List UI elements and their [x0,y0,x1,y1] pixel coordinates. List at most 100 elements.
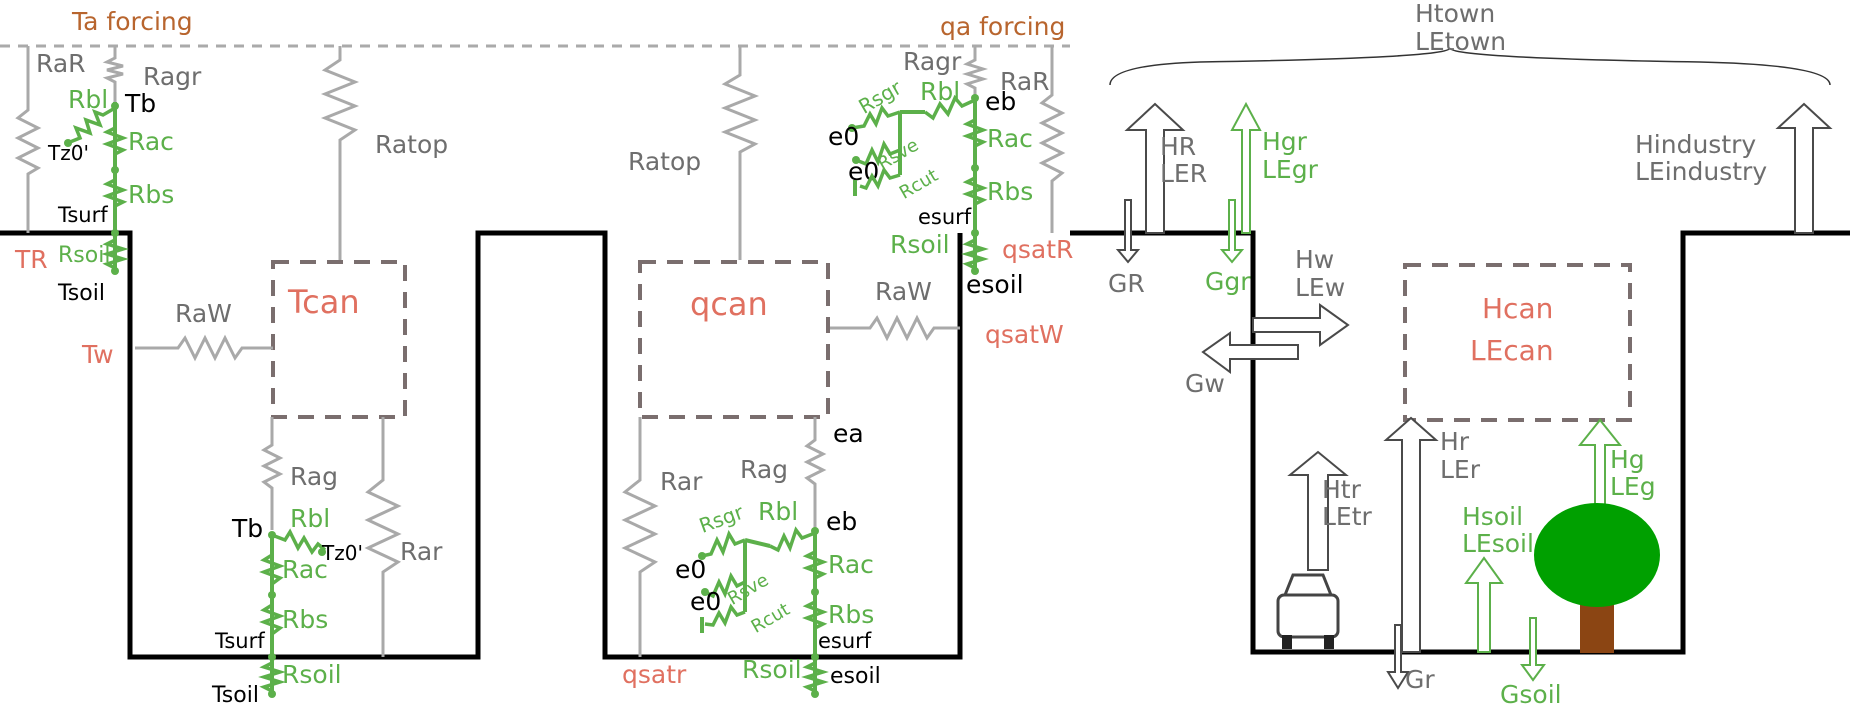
htr-flux-arrow [1287,450,1349,571]
car-icon [1276,573,1340,649]
mid-raw-label: RaW [875,277,932,306]
left-rac-resistor [102,126,128,156]
left-rac2-resistor [259,553,285,586]
mid-raw-resistor [830,314,960,342]
mid-esurf-node [971,229,979,237]
mid-rac-resistor [962,118,988,148]
hg-label: Hg [1610,445,1645,474]
right-canyon-walls [1070,230,1850,655]
left-tsoil2-node [268,690,276,698]
left-rsoil2-label: Rsoil [282,660,342,689]
hindustry-flux-arrow [1775,102,1833,234]
left-rbl2-resistor [271,528,327,556]
ler-road-label: LEr [1440,455,1481,484]
left-rag-resistor [260,417,284,530]
mid-rag-label: Rag [740,455,788,484]
mid-ratop-resistor [720,46,760,260]
left-rbs2-resistor [259,603,285,636]
qa-forcing-label: qa forcing [940,12,1065,41]
mid-esoil2-label: esoil [830,664,881,689]
mid-rcut2-resistor [704,603,746,628]
mid-eb2-label: eb [826,507,857,536]
left-tz02-label: Tz0' [321,541,363,565]
left-ratop-label: Ratop [375,130,448,159]
left-raR-resistor [14,46,42,233]
mid-rsoil-resistor [961,238,989,270]
lew-label: LEw [1295,273,1345,302]
legr-label: LEgr [1262,155,1319,184]
left-tsurf2-node [268,653,276,661]
mid-rac-label: Rac [987,124,1033,153]
hgr-label: Hgr [1262,127,1308,156]
hcan-box [1403,263,1632,422]
left-rbs-resistor [102,178,128,208]
mid-qsatr-label: qsatr [622,660,687,689]
left-canyon-walls [0,230,963,660]
leindustry-label: LEindustry [1635,157,1767,186]
town-brace [1109,47,1831,86]
lesoil-label: LEsoil [1462,529,1534,558]
left-rbl-label: Rbl [68,85,108,114]
hr-road-label: Hr [1440,427,1470,456]
mid-rsve2-resistor [704,571,746,599]
hsoil-label: Hsoil [1462,502,1523,531]
mid-rac2-resistor [802,550,828,580]
ggr-flux-arrow [1219,199,1245,264]
left-tsurf-node [111,229,119,237]
mid-rbs2-resistor [802,600,828,630]
hr-flux-arrow [1124,102,1186,234]
left-rbs2-label: Rbs [282,605,328,634]
gr-road-flux-arrow [1386,624,1410,690]
mid-ea-label: ea [833,419,864,448]
left-raw-resistor [135,334,273,362]
hcan-label: Hcan [1482,292,1553,325]
left-rbl2-label: Rbl [290,504,330,533]
ler-label: LER [1160,159,1207,188]
left-rsoil-label: Rsoil [58,243,110,268]
left-tsoil2-label: Tsoil [211,683,259,708]
left-tsurf2-label: Tsurf [214,629,265,653]
left-rag-label: Rag [290,462,338,491]
mid-qcan-label: qcan [690,285,768,323]
letr-label: LEtr [1322,502,1373,531]
left-tz02-node [318,548,326,556]
mid-rsgr2-resistor [701,529,746,558]
left-rac2-label: Rac [282,555,328,584]
left-tb-label: Tb [124,89,156,118]
mid-e0d-node [701,588,709,596]
left-rar-label: Rar [400,537,443,566]
mid-e0a-node [848,124,856,132]
mid-e0c-label: e0 [675,555,706,584]
mid-rcut-resistor [859,166,901,191]
left-rac2-node [268,591,276,599]
mid-esoil-node [971,267,979,275]
hsoil-flux-arrow [1464,556,1504,653]
left-tsoil-label: Tsoil [57,281,105,306]
htown-label: Htown [1415,0,1495,28]
mid-rac2-label: Rac [828,550,874,579]
mid-qsatW-label: qsatW [985,320,1064,349]
mid-rbs2-label: Rbs [828,600,874,629]
mid-ground-branch-1 [744,538,771,548]
lecan-label: LEcan [1470,334,1554,367]
gr-flux-arrow [1115,199,1141,264]
gsoil-label: Gsoil [1500,680,1562,709]
mid-rsgr-resistor [851,104,901,130]
left-rar-resistor [364,417,402,657]
mid-e0a-label: e0 [828,122,859,151]
left-tb-node [111,102,119,110]
left-rac-node [111,166,119,174]
mid-rac2-node [811,588,819,596]
ggr-label: Ggr [1205,267,1251,296]
gr-road-label: Gr [1405,665,1435,694]
mid-rsgr2-label: Rsgr [696,500,747,538]
left-rbl-resistor [69,106,116,144]
mid-ragr-resistor [961,46,989,95]
left-tz0-label: Tz0' [47,141,89,165]
mid-esurf2-node [811,653,819,661]
left-rac-label: Rac [128,127,174,156]
left-tr-label: TR [14,245,48,274]
left-tcan-label: Tcan [287,283,360,321]
mid-qcan-box [638,260,830,419]
